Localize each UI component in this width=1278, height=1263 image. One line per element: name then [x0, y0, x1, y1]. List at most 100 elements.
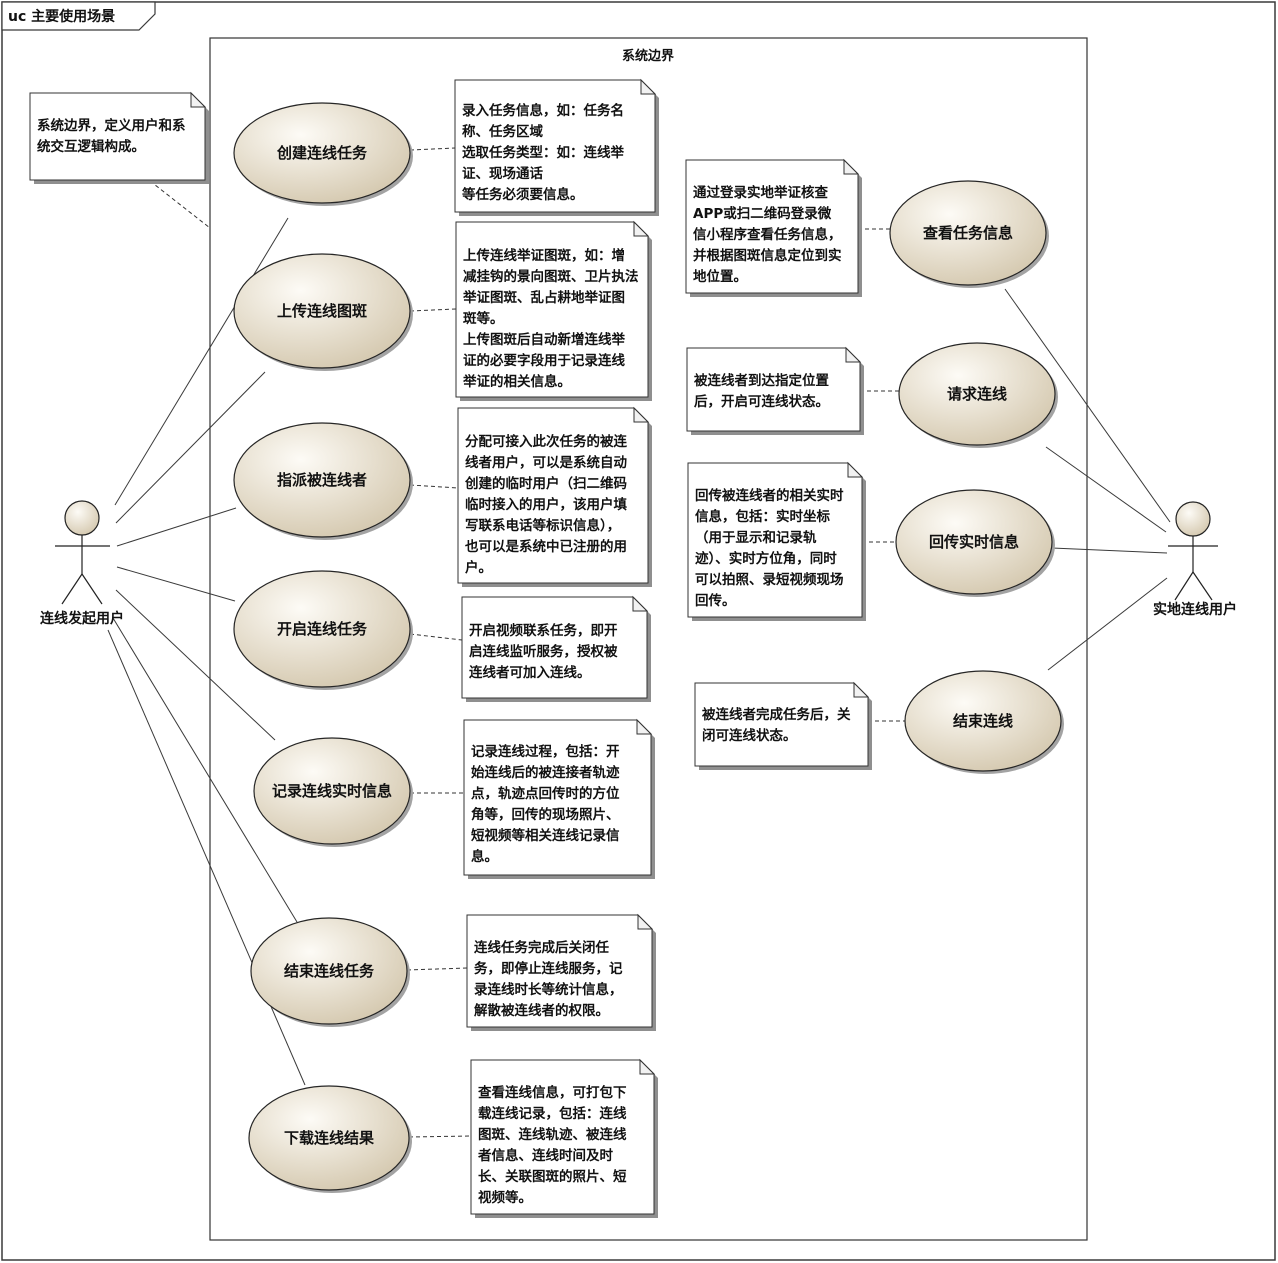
note-text: 被连线者到达指定位置后，开启可连线状态。	[694, 372, 829, 410]
initiator-associations	[107, 217, 306, 1086]
note-text-line: 解散被连线者的权限。	[474, 1002, 609, 1019]
note-body	[29, 92, 206, 181]
note-text-line: 地位置。	[693, 268, 747, 285]
use-case-upload-patches: 上传连线图斑	[233, 253, 413, 371]
use-case-ellipse	[233, 422, 411, 538]
use-case-view-task-info: 查看任务信息	[889, 180, 1049, 288]
note-text-line: 图斑、连线轨迹、被连线	[478, 1126, 627, 1143]
actor-leg	[1174, 571, 1194, 601]
note-text: 录入任务信息，如：任务名称、任务区域选取任务类型：如：连线举证、现场通话等任务必…	[462, 102, 624, 203]
actor-label: 连线发起用户	[40, 610, 124, 627]
use-case-label: 结束连线任务	[284, 962, 375, 980]
note-body	[466, 914, 653, 1028]
note-text-line: 迹）、实时方位角，同时	[695, 550, 837, 567]
use-case-label: 下载连线结果	[284, 1129, 375, 1147]
note-text: 连线任务完成后关闭任务，即停止连线服务，记录连线时长等统计信息，解散被连线者的权…	[474, 939, 623, 1019]
note-text-line: 可以拍照、录短视频现场	[695, 571, 844, 588]
note-text-line: 后，开启可连线状态。	[694, 393, 829, 410]
note-request-connection: 被连线者到达指定位置后，开启可连线状态。	[686, 346, 864, 435]
use-case-ellipse	[895, 489, 1053, 595]
note-text: 查看连线信息，可打包下载连线记录，包括：连线图斑、连线轨迹、被连线者信息、连线时…	[478, 1084, 627, 1206]
use-case-ellipse	[248, 1085, 410, 1191]
use-case-download-results: 下载连线结果	[248, 1085, 412, 1193]
note-body	[685, 159, 859, 294]
diagram-frame-tab	[1, 1, 156, 31]
actor-leg	[81, 573, 103, 605]
use-case-start-task: 开启连线任务	[233, 570, 413, 690]
note-text-line: 并根据图斑信息定位到实	[693, 247, 842, 264]
note-text-line: 息。	[471, 848, 498, 865]
actor-leg	[1192, 571, 1213, 601]
note-text-line: 等任务必须要信息。	[462, 186, 584, 203]
association-line	[1045, 446, 1167, 533]
note-text: 回传被连线者的相关实时信息，包括：实时坐标（用于显示和记录轨迹）、实时方位角，同…	[695, 487, 844, 609]
note-create-task: 录入任务信息，如：任务名称、任务区域选取任务类型：如：连线举证、现场通话等任务必…	[454, 78, 659, 216]
note-end-task: 连线任务完成后关闭任务，即停止连线服务，记录连线时长等统计信息，解散被连线者的权…	[466, 913, 656, 1031]
note-text: 被连线者完成任务后，关闭可连线状态。	[702, 706, 851, 744]
note-body	[461, 596, 648, 699]
note-text-line: APP或扫二维码登录微	[693, 205, 832, 222]
note-text-line: 录连线时长等统计信息，	[474, 981, 623, 998]
note-text-line: 减挂钩的景向图斑、卫片执法	[463, 268, 639, 285]
association-line	[115, 589, 276, 741]
association-line	[114, 217, 289, 506]
note-body	[694, 682, 869, 767]
use-case-create-task: 创建连线任务	[233, 102, 413, 206]
diagram-title: uc 主要使用场景	[8, 8, 115, 25]
note-text-line: 证的必要字段用于记录连线	[463, 352, 625, 369]
note-text-line: 证、现场通话	[462, 165, 543, 182]
note-text-line: 长、关联图斑的照片、短	[478, 1168, 627, 1185]
association-line	[107, 629, 306, 1086]
use-case-label: 查看任务信息	[923, 224, 1013, 242]
use-case-label: 结束连线	[953, 712, 1013, 730]
note-system-boundary: 系统边界，定义用户和系统交互逻辑构成。	[29, 91, 209, 184]
use-case-return-realtime-info: 回传实时信息	[895, 489, 1055, 597]
note-text-line: 务，即停止连线服务，记	[474, 960, 623, 977]
note-text-line: 开启视频联系任务，即开	[469, 622, 618, 639]
note-text-line: 信小程序查看任务信息，	[693, 226, 842, 243]
note-text: 分配可接入此次任务的被连线者用户，可以是系统自动创建的临时用户（扫二维码临时接入…	[464, 433, 627, 576]
note-fold	[190, 91, 207, 108]
note-text-line: 回传被连线者的相关实时	[695, 487, 844, 504]
note-text-line: 上传连线举证图斑，如：增	[463, 247, 625, 264]
note-end-connection: 被连线者完成任务后，关闭可连线状态。	[694, 681, 872, 770]
note-text-line: 斑等。	[463, 310, 504, 327]
use-case-label: 开启连线任务	[277, 620, 368, 638]
use-case-end-task: 结束连线任务	[250, 917, 410, 1027]
association-line	[1004, 288, 1171, 523]
note-view-task-info: 通过登录实地举证核查 APP或扫二维码登录微信小程序查看任务信息， 并根据图斑信息定…	[685, 158, 862, 297]
note-fold	[633, 406, 650, 423]
actor-initiator: 连线发起用户	[40, 500, 124, 627]
note-text-line: 通过登录实地举证核查	[693, 184, 828, 201]
note-text-line: 始连线后的被连接者轨迹	[471, 764, 620, 781]
note-fold	[853, 681, 870, 698]
note-connector	[409, 147, 456, 151]
association-line	[1051, 547, 1168, 554]
note-connector	[409, 633, 463, 641]
note-text: 上传连线举证图斑，如：增减挂钩的景向图斑、卫片执法举证图斑、乱占耕地举证图斑等。…	[462, 247, 639, 390]
note-text-line: 启连线监听服务，授权被	[469, 643, 618, 660]
note-text-line: 也可以是系统中已注册的用	[465, 538, 627, 555]
actor-leg	[61, 573, 83, 605]
note-assign-callee: 分配可接入此次任务的被连线者用户，可以是系统自动创建的临时用户（扫二维码临时接入…	[457, 406, 652, 587]
note-text-line: 创建的临时用户（扫二维码	[464, 475, 627, 492]
note-text-line: 分配可接入此次任务的被连	[465, 433, 627, 450]
note-body	[463, 719, 652, 876]
use-case-record-realtime-info: 记录连线实时信息	[253, 737, 413, 847]
use-case-ellipse	[253, 737, 411, 845]
note-text-line: 视频等。	[478, 1189, 532, 1206]
use-case-ellipse	[250, 917, 408, 1025]
note-text: 通过登录实地举证核查 APP或扫二维码登录微信小程序查看任务信息， 并根据图斑信息定…	[693, 184, 842, 285]
note-connector	[409, 484, 459, 489]
note-text-line: 短视频等相关连线记录信	[471, 827, 620, 844]
association-line	[116, 566, 236, 602]
note-text-line: 上传图斑后自动新增连线举	[463, 331, 625, 348]
note-fold	[845, 346, 862, 363]
note-download-results: 查看连线信息，可打包下载连线记录，包括：连线图斑、连线轨迹、被连线者信息、连线时…	[470, 1058, 658, 1218]
note-text-line: 载连线记录，包括：连线	[478, 1105, 627, 1122]
note-text: 记录连线过程，包括：开始连线后的被连接者轨迹点，轨迹点回传时的方位角等，回传的现…	[471, 743, 620, 865]
note-text-line: 线者用户，可以是系统自动	[465, 454, 627, 471]
note-connectors	[406, 147, 905, 1138]
association-line	[116, 507, 237, 547]
